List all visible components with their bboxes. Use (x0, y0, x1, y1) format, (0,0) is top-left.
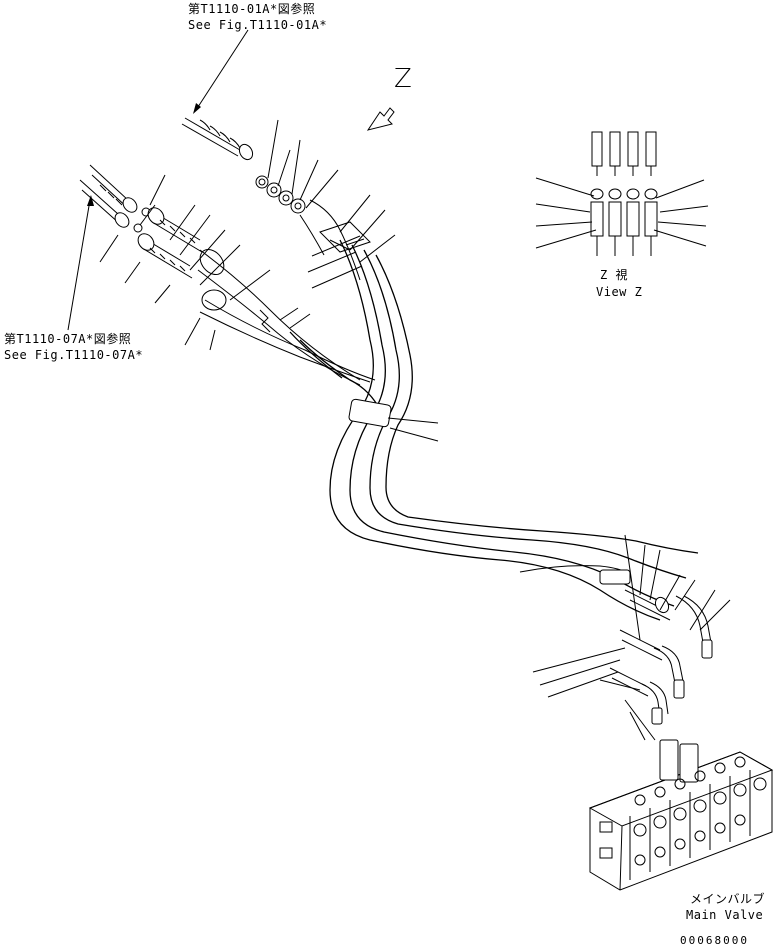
upper-fittings (255, 119, 396, 289)
view-z-arrow (366, 107, 395, 131)
view-z-inset (535, 131, 709, 256)
top-reference-en: See Fig.T1110-01A* (188, 18, 328, 32)
valve-fittings (532, 534, 731, 741)
top-reference-jp: 第T1110-01A*図参照 (188, 2, 316, 16)
left-reference-jp: 第T1110-07A*図参照 (4, 332, 132, 346)
main-valve-label-en: Main Valve (686, 908, 764, 922)
main-valve-body (588, 739, 774, 891)
view-z-label-jp: Z 視 (600, 268, 628, 282)
top-hose-ends (181, 117, 254, 161)
view-z-label-en: View Z (596, 285, 643, 299)
hose-bundle (289, 239, 699, 621)
left-hose-ends (79, 164, 376, 386)
drawing-number: 00068000 (680, 934, 749, 947)
main-valve-label-jp: メインバルブ (690, 892, 766, 906)
view-arrow-label: Z (394, 64, 413, 94)
left-reference-en: See Fig.T1110-07A* (4, 348, 144, 362)
left-reference-leader (67, 195, 94, 331)
top-reference-leader (193, 29, 249, 114)
